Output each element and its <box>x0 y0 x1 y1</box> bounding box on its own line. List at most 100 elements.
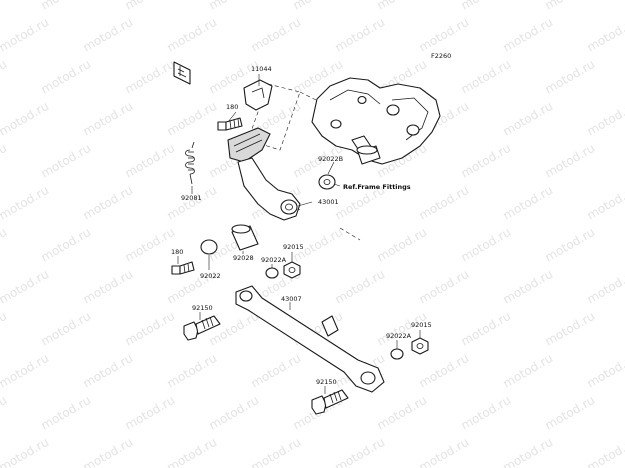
callout-92022B: 92022B <box>318 155 343 163</box>
watermark-text: motod.ru <box>417 267 472 307</box>
callout-11044: 11044 <box>251 65 272 73</box>
bolt-92150-bot-part <box>311 389 349 415</box>
callout-92022: 92022 <box>200 272 221 280</box>
figure-code: F2260 <box>431 52 451 60</box>
front-arrow-icon <box>173 61 191 85</box>
watermark-text: motod.ru <box>165 351 220 391</box>
watermark-text: motod.ru <box>585 99 625 139</box>
watermark-text: motod.ru <box>417 351 472 391</box>
leader-lines <box>177 74 421 394</box>
washer-92022-part <box>200 239 218 255</box>
watermark-text: motod.ru <box>501 183 556 223</box>
watermark-text: motod.ru <box>333 15 388 55</box>
watermark-text: motod.ru <box>39 225 94 265</box>
watermark-text: motod.ru <box>81 267 136 307</box>
watermark-text: motod.ru <box>39 141 94 181</box>
watermark-text: motod.ru <box>543 225 598 265</box>
callout-43001: 43001 <box>318 198 339 206</box>
watermark-text: motod.ru <box>81 435 136 468</box>
watermark-text: motod.ru <box>249 15 304 55</box>
watermark-text: motod.ru <box>0 435 51 468</box>
watermark-text: motod.ru <box>543 0 598 13</box>
collar-92028-part <box>231 224 259 251</box>
bolt-180-top-part <box>217 117 243 131</box>
callout-92150-top: 92150 <box>192 304 213 312</box>
watermark-text: motod.ru <box>0 0 9 13</box>
watermark-text: motod.ru <box>0 15 51 55</box>
watermark-text: motod.ru <box>0 267 51 307</box>
watermark-text: motod.ru <box>291 0 346 13</box>
nut-92015-bot-part <box>411 337 429 355</box>
watermark-text: motod.ru <box>375 225 430 265</box>
watermark-text: motod.ru <box>123 309 178 349</box>
ref-frame-fittings: Ref.Frame Fittings <box>343 183 411 191</box>
watermark-text: motod.ru <box>585 183 625 223</box>
watermark-text: motod.ru <box>39 57 94 97</box>
watermark-text: motod.ru <box>39 309 94 349</box>
watermark-text: motod.ru <box>207 0 262 13</box>
watermark-text: motod.ru <box>81 99 136 139</box>
callout-92081: 92081 <box>181 194 202 202</box>
watermark-text: motod.ru <box>501 267 556 307</box>
callout-92028: 92028 <box>233 254 254 262</box>
watermark-text: motod.ru <box>123 141 178 181</box>
washer-92022A-top-part <box>265 267 279 279</box>
bracket-11044-part <box>243 79 273 111</box>
ref-dashed-lines <box>247 83 301 151</box>
watermark-text: motod.ru <box>165 15 220 55</box>
watermark-text: motod.ru <box>123 393 178 433</box>
callout-labels: 11044 180 92022B Ref.Frame Fittings 9208… <box>171 65 432 386</box>
callout-43007: 43007 <box>281 295 302 303</box>
watermark-text: motod.ru <box>585 351 625 391</box>
watermark-text: motod.ru <box>501 99 556 139</box>
nut-92015-top-part <box>283 261 301 279</box>
watermark-text: motod.ru <box>585 435 625 468</box>
watermark-text: motod.ru <box>459 141 514 181</box>
watermark-text: motod.ru <box>459 0 514 13</box>
watermark-text: motod.ru <box>375 393 430 433</box>
spring-92081-part <box>185 141 195 185</box>
watermark-text: motod.ru <box>585 15 625 55</box>
watermark-text: motod.ru <box>417 183 472 223</box>
watermark-text: motod.ru <box>585 267 625 307</box>
callout-180-top: 180 <box>226 103 238 111</box>
watermark-text: motod.ru <box>459 309 514 349</box>
watermark-text: motod.ru <box>417 435 472 468</box>
watermark-text: motod.ru <box>459 57 514 97</box>
watermark-text: motod.ru <box>0 57 9 97</box>
pivot-pin-part <box>356 145 381 165</box>
watermark-text: motod.ru <box>249 351 304 391</box>
watermark-text: motod.ru <box>207 309 262 349</box>
callout-92150-bot: 92150 <box>316 378 337 386</box>
brake-rod-43007-part <box>235 285 385 393</box>
watermark-text: motod.ru <box>81 351 136 391</box>
watermark-text: motod.ru <box>207 393 262 433</box>
callout-92015-top: 92015 <box>283 243 304 251</box>
washer-92022B-part <box>318 174 336 190</box>
watermark-text: motod.ru <box>543 309 598 349</box>
watermark-text: motod.ru <box>0 351 51 391</box>
watermark-text: motod.ru <box>165 99 220 139</box>
watermark-text: motod.ru <box>459 393 514 433</box>
watermark-text: motod.ru <box>543 393 598 433</box>
watermark-text: motod.ru <box>0 141 9 181</box>
watermark-text: motod.ru <box>459 225 514 265</box>
watermark-text: motod.ru <box>0 183 51 223</box>
watermark-text: motod.ru <box>543 57 598 97</box>
watermark-text: motod.ru <box>0 99 51 139</box>
watermark-text: motod.ru <box>333 435 388 468</box>
brake-pedal-43001-part <box>227 127 301 221</box>
callout-92022A-bot: 92022A <box>386 332 412 340</box>
watermark-text: motod.ru <box>0 393 9 433</box>
watermark-text: motod.ru <box>123 57 178 97</box>
watermark-text: motod.ru <box>417 15 472 55</box>
watermark-text: motod.ru <box>249 435 304 468</box>
watermark-text: motod.ru <box>501 351 556 391</box>
callout-92015-bot: 92015 <box>411 321 432 329</box>
watermark-text: motod.ru <box>0 225 9 265</box>
bolt-92150-top-part <box>183 315 221 341</box>
watermark-text: motod.ru <box>501 15 556 55</box>
watermark-text: motod.ru <box>333 267 388 307</box>
